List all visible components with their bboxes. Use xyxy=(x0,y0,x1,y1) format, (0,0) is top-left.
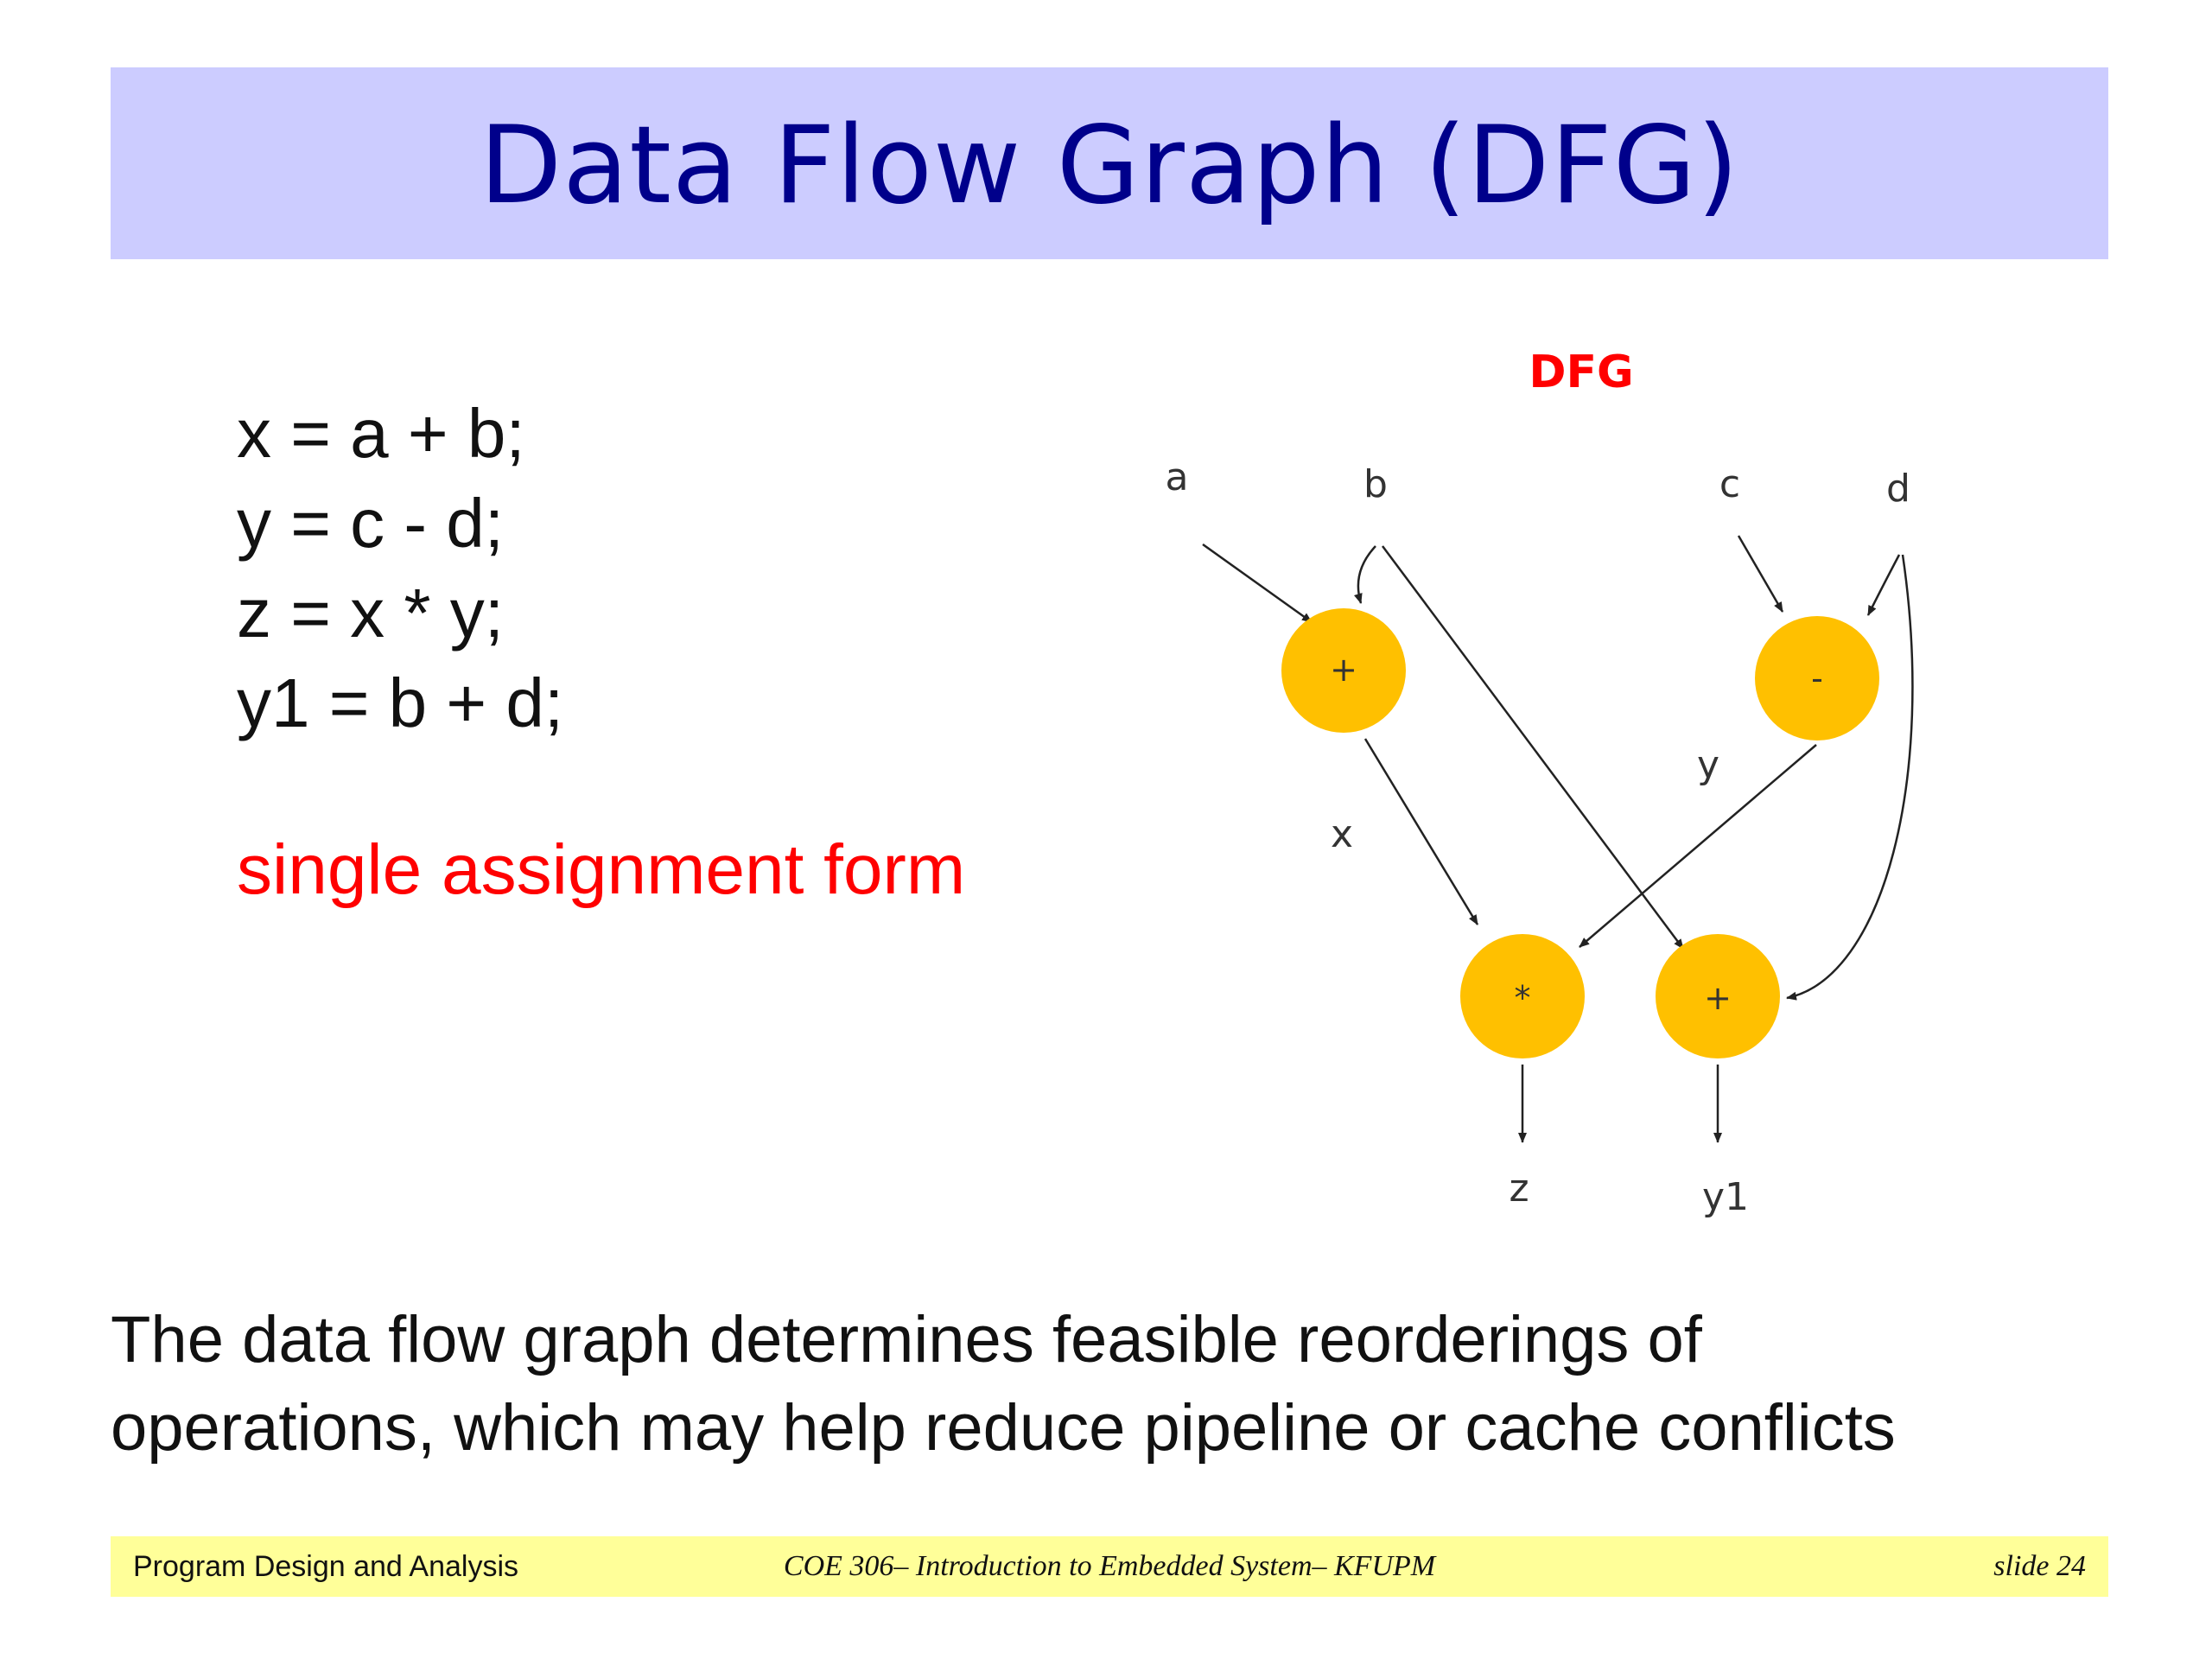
dfg-heading: DFG xyxy=(1529,346,1633,398)
edge-d-to-add2 xyxy=(1786,554,1914,1001)
node-operator: - xyxy=(1811,659,1823,697)
slide-caption: The data flow graph determines feasible … xyxy=(111,1296,1896,1472)
footer-topic: Program Design and Analysis xyxy=(133,1550,519,1583)
output-label-z: z xyxy=(1509,1166,1529,1211)
input-label-c: c xyxy=(1719,462,1740,506)
dfg-edges xyxy=(1202,535,1914,1143)
footer-bar: COE 306– Introduction to Embedded System… xyxy=(111,1536,2108,1597)
input-label-a: a xyxy=(1166,455,1189,499)
code-line: y1 = b + d; xyxy=(237,664,564,741)
output-label-y1: y1 xyxy=(1702,1175,1749,1219)
node-circle xyxy=(1460,934,1585,1058)
slide-title: Data Flow Graph (DFG) xyxy=(479,104,1740,228)
footer-course: COE 306– Introduction to Embedded System… xyxy=(783,1550,1436,1582)
code-line: y = c - d; xyxy=(237,485,504,562)
code-line: z = x * y; xyxy=(237,575,504,652)
edge-a-to-add xyxy=(1202,543,1313,624)
node-circle xyxy=(1755,616,1879,741)
node-sub-y: - xyxy=(1755,616,1879,741)
edge-label-x: x xyxy=(1331,812,1353,856)
node-operator: + xyxy=(1704,979,1732,1017)
single-assignment-note: single assignment form xyxy=(237,830,966,909)
code-line: x = a + b; xyxy=(237,395,525,472)
input-label-d: d xyxy=(1886,467,1910,511)
edge-y xyxy=(1579,744,1817,948)
dfg-diagram: DFG a b c d x y + - * + z y1 xyxy=(1166,346,1914,1219)
node-operator: * xyxy=(1515,979,1531,1017)
caption-line: The data flow graph determines feasible … xyxy=(111,1303,1702,1376)
edge-x xyxy=(1363,738,1479,925)
edge-c-to-sub xyxy=(1737,535,1784,613)
node-mul-z: * xyxy=(1460,934,1585,1058)
node-operator: + xyxy=(1330,651,1357,689)
footer-slide-number: slide 24 xyxy=(1993,1550,2086,1582)
node-add-x: + xyxy=(1281,608,1406,733)
edge-label-y: y xyxy=(1697,743,1719,787)
code-block: x = a + b; y = c - d; z = x * y; y1 = b … xyxy=(237,389,563,748)
input-label-b: b xyxy=(1363,462,1388,506)
edge-d-to-sub xyxy=(1866,554,1901,616)
edge-b-to-add xyxy=(1354,545,1376,604)
caption-line: operations, which may help reduce pipeli… xyxy=(111,1391,1896,1465)
node-circle xyxy=(1656,934,1780,1058)
edge-b-to-add2 xyxy=(1381,545,1685,950)
title-bar: Data Flow Graph (DFG) xyxy=(111,67,2108,259)
node-add-y1: + xyxy=(1656,934,1780,1058)
node-circle xyxy=(1281,608,1406,733)
